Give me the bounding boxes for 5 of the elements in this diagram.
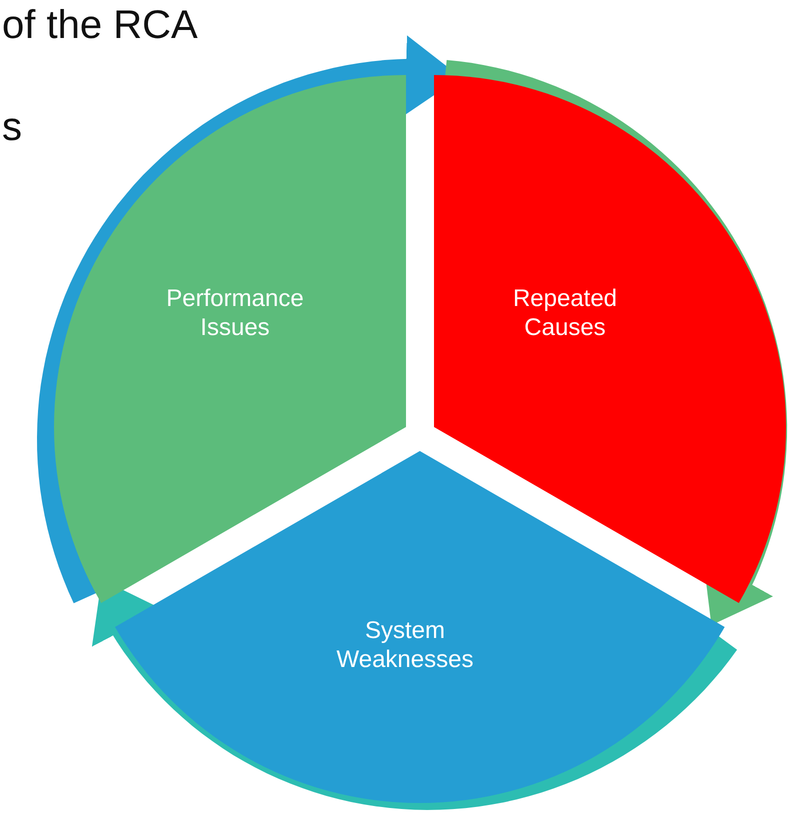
segment-label: System Weaknesses <box>336 616 474 674</box>
segment-label: Repeated Causes <box>512 284 618 342</box>
segment-label: Performance Issues <box>165 284 305 342</box>
heading-text-fragment: s <box>2 104 22 150</box>
heading-text-fragment: of the RCA <box>2 2 198 48</box>
